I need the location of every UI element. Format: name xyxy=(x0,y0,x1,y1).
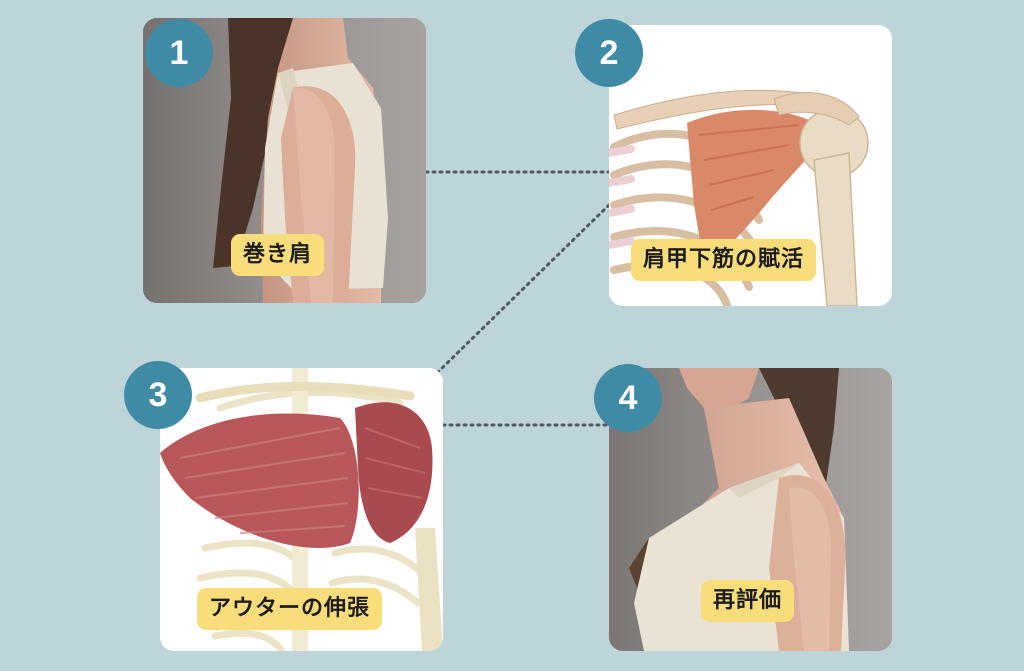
step-2-badge: 2 xyxy=(575,19,643,87)
pectoralis-anatomy-image xyxy=(160,368,443,651)
step-1-label: 巻き肩 xyxy=(231,234,325,276)
step-4-label: 再評価 xyxy=(701,580,795,622)
step-4-badge: 4 xyxy=(594,364,662,432)
step-4-card: 再評価 xyxy=(609,368,892,651)
step-3-label: アウターの伸張 xyxy=(197,588,383,630)
step-2-label: 肩甲下筋の賦活 xyxy=(631,239,817,281)
step-3-badge: 3 xyxy=(124,361,192,429)
step-2-card: 肩甲下筋の賦活 xyxy=(609,25,892,306)
connector-2-3 xyxy=(436,203,611,374)
step-3-card: アウターの伸張 xyxy=(160,368,443,651)
step-1-badge: 1 xyxy=(145,19,213,87)
